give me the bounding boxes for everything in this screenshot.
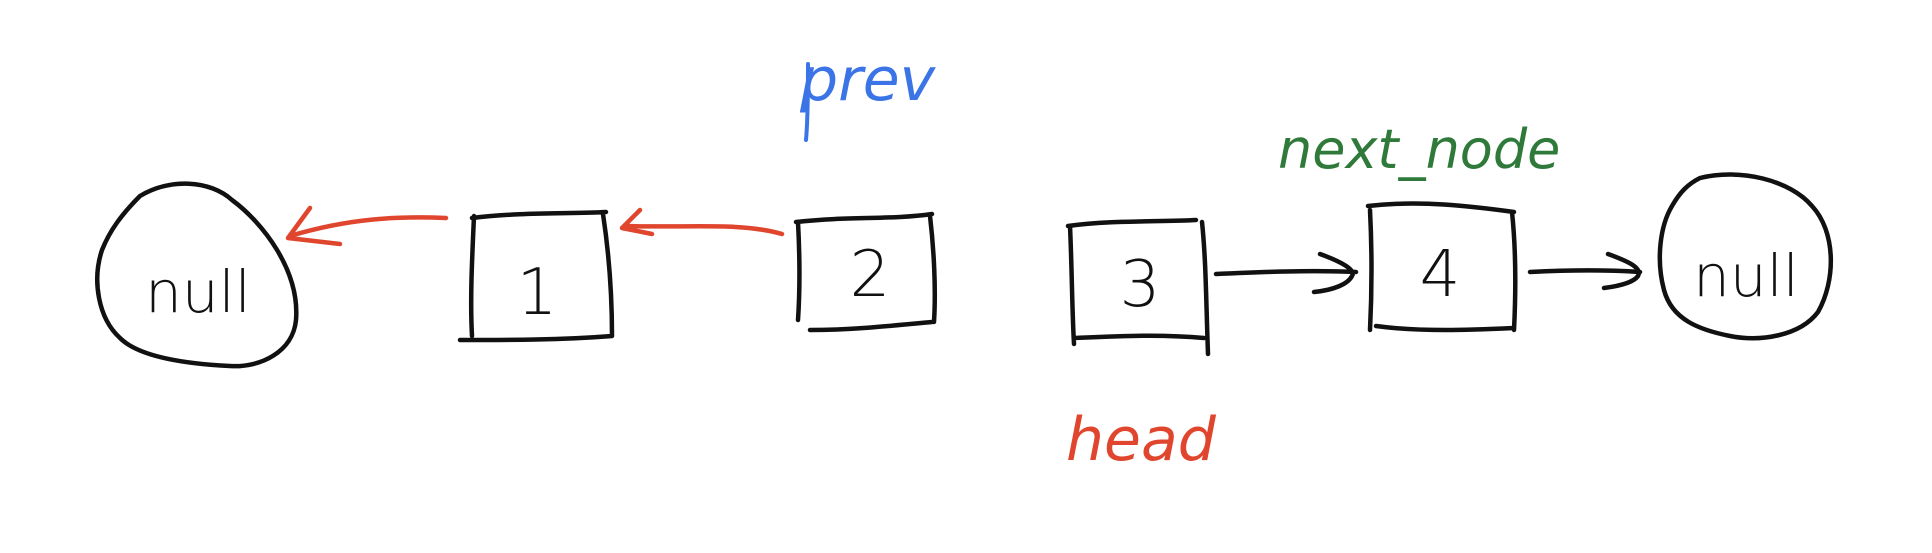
null-node-left-outline	[95, 181, 299, 369]
prev-label: prev	[799, 45, 937, 115]
next-node-label: next_node	[1278, 118, 1560, 181]
arrow-3-to-4-head	[1311, 251, 1355, 295]
node-3-label: 3	[1120, 248, 1161, 322]
reversed-arrow-1-to-null-shaft	[287, 215, 449, 239]
null-node-right-label: null	[1693, 242, 1799, 310]
prev-label-descender	[804, 62, 810, 142]
node-1-label: 1	[517, 256, 558, 330]
node-2-box	[793, 211, 938, 333]
reversed-arrow-1-to-null	[285, 205, 449, 247]
reversed-arrow-2-to-1-head	[619, 207, 655, 237]
node-1-box	[457, 209, 615, 343]
node-3-box	[1065, 217, 1211, 357]
null-node-right: null	[1657, 172, 1834, 341]
node-2: 2	[793, 211, 938, 333]
arrow-4-to-null-shaft	[1527, 268, 1643, 275]
arrow-3-to-4	[1213, 251, 1359, 295]
node-3: 3	[1065, 217, 1211, 357]
null-node-left: null	[95, 181, 299, 369]
head-label: head	[1066, 405, 1217, 475]
reversed-arrow-2-to-1	[619, 207, 785, 237]
arrow-3-to-4-shaft	[1213, 268, 1359, 277]
arrow-4-to-null	[1527, 251, 1643, 291]
node-4: 4	[1365, 201, 1518, 333]
node-2-label: 2	[850, 238, 891, 312]
arrow-4-to-null-head	[1601, 251, 1641, 291]
reversed-arrow-1-to-null-head	[285, 205, 343, 247]
null-node-right-outline	[1657, 172, 1834, 341]
reversed-arrow-2-to-1-shaft	[623, 223, 785, 237]
node-4-label: 4	[1420, 238, 1461, 312]
node-1: 1	[457, 209, 615, 343]
node-4-box	[1365, 201, 1518, 333]
null-node-left-label: null	[145, 258, 251, 326]
